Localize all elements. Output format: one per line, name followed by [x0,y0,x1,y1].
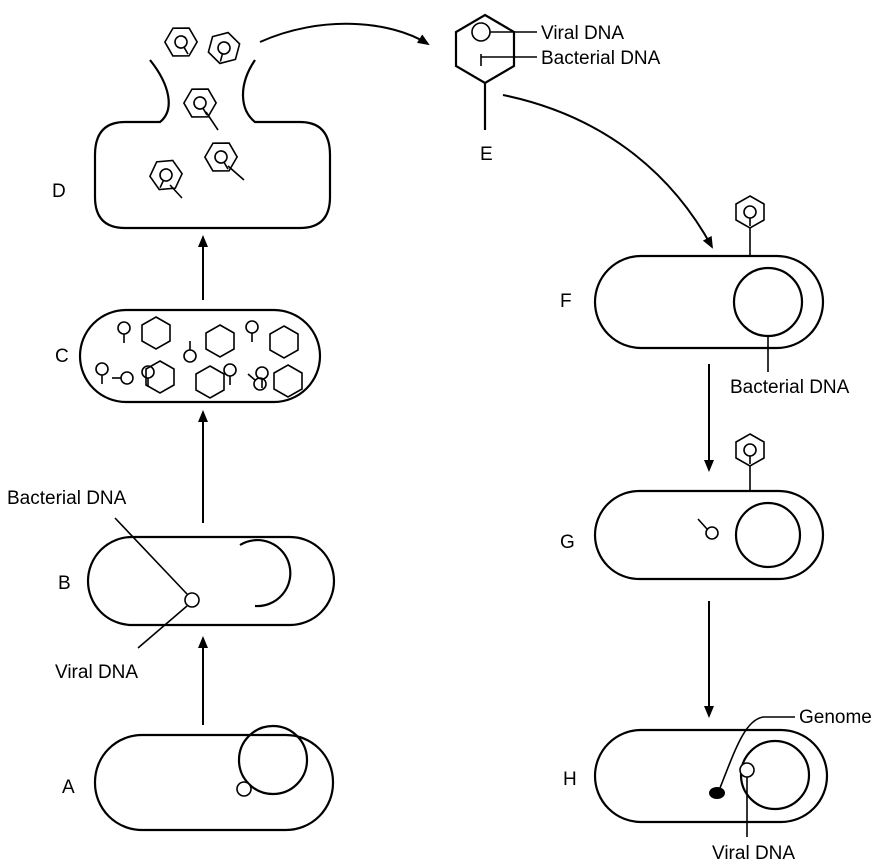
stage-a: A [62,724,335,832]
stage-d: D [52,20,332,230]
stage-label-f: F [560,291,572,312]
stage-label-h: H [563,769,577,790]
integrated-viral-dna-h [739,762,755,778]
stage-label-d: D [52,181,66,202]
viral-dna-label-b: Viral DNA [55,662,138,683]
bacterium-cell-h [593,728,829,824]
stage-label-e: E [480,144,493,165]
viral-dna-label-e: Viral DNA [541,23,624,44]
bacterial-chromosome-fragment-b [239,538,292,608]
phage-heads-c [141,316,303,399]
arrow-d-to-e [259,22,430,46]
bacterial-dna-label-e: Bacterial DNA [541,48,661,69]
stage-label-c: C [55,346,69,367]
bacterial-chromosome-a [237,724,309,796]
bacterial-dna-pointer-b [114,517,188,595]
viral-dna-pointer-b [137,605,188,649]
viral-dna-circle-e [471,22,491,42]
bacterial-chromosome-f [732,266,804,338]
genome-fragment-h [709,787,725,799]
bacterial-dna-label-b: Bacterial DNA [7,488,127,509]
stage-g: G [560,433,825,581]
bacterium-cell-a [93,733,335,832]
lysing-cell-d [93,59,332,230]
stage-label-g: G [560,532,575,553]
stage-label-b: B [58,573,71,594]
bacterium-cell-f [593,254,825,350]
genome-label-h: Genome [799,707,872,728]
injected-dna-circle-g [705,526,719,540]
stage-label-a: A [62,777,75,798]
arrow-e-to-f [502,94,713,249]
bacterial-chromosome-g [734,501,802,569]
genome-pointer-h [719,716,795,789]
viral-dna-pieces-c [95,320,269,391]
stage-h: Genome Viral DNA H [563,707,872,864]
stage-e: Viral DNA Bacterial DNA E [454,13,661,165]
stage-f: Bacterial DNA F [560,195,850,398]
bacterium-cell-g [593,489,825,581]
bacterium-cell-b [86,535,336,627]
bacterial-dna-label-f: Bacterial DNA [730,377,850,398]
released-phages-d [145,20,245,199]
injected-dna-tail-g [697,518,708,530]
attached-phage-g [735,433,765,467]
viral-dna-circle-b [184,592,200,608]
stage-c: C [55,308,322,404]
viral-dna-label-h: Viral DNA [712,843,795,864]
bacterial-chromosome-h [739,739,811,811]
integrated-viral-dna-a [236,781,252,797]
attached-phage-f [735,195,765,229]
stage-b: Bacterial DNA Viral DNA B [7,488,336,683]
bacterium-cell-c [78,308,322,404]
transducing-phage-head-e [454,13,516,85]
